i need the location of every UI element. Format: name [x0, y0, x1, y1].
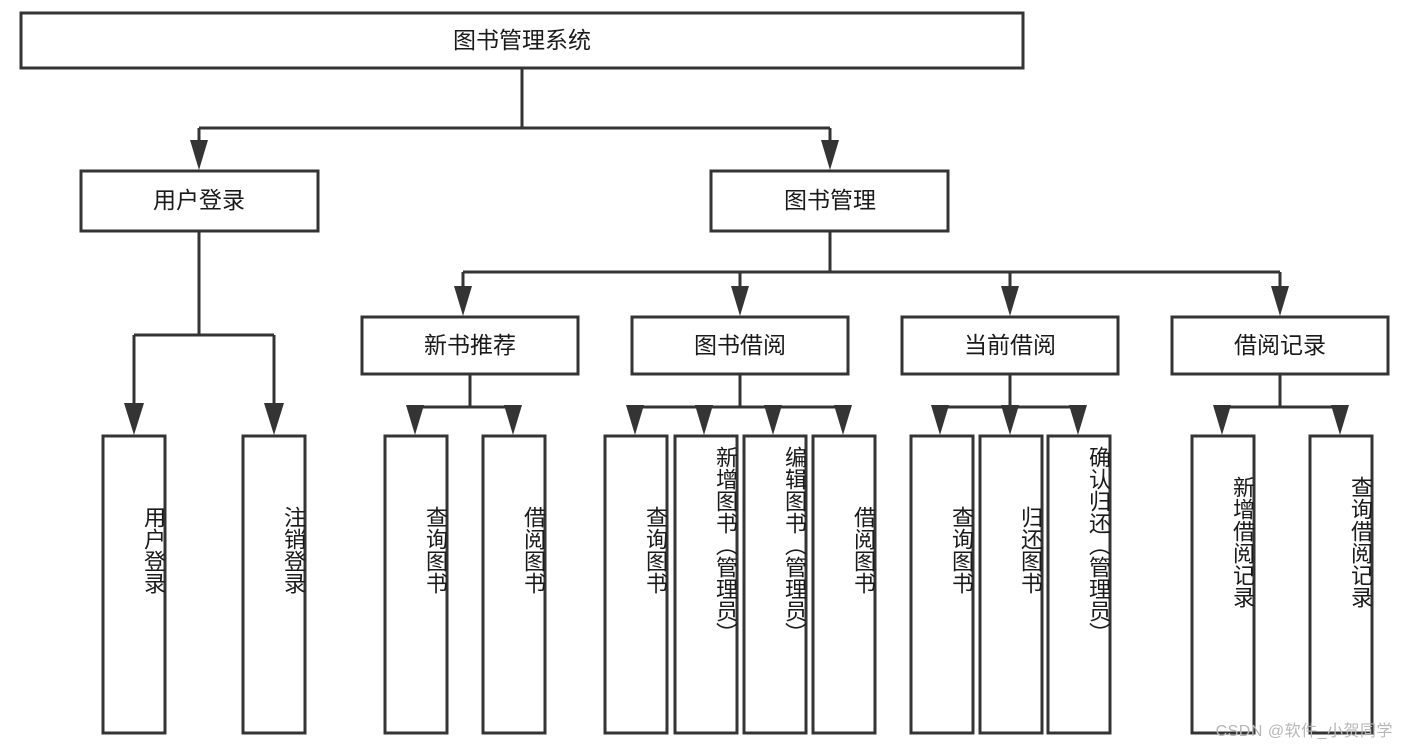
leaf-box-user-login-1[interactable] [241, 434, 307, 735]
leaf-box-new-book-0[interactable] [383, 434, 449, 735]
arrowhead-bookborrow-leaf-2 [764, 405, 782, 435]
arrowhead-root-to-l2-0 [190, 140, 208, 170]
arrowhead-newbook-leaf-1 [504, 405, 522, 435]
arrowhead-currentborrow-leaf-1 [1001, 405, 1019, 435]
leaf-box-book-borrow-0[interactable] [603, 434, 669, 735]
leaf-box-borrow-record-0[interactable] [1190, 434, 1256, 735]
leaf-box-book-borrow-3[interactable] [811, 434, 877, 735]
arrowhead-root-to-l2-1 [821, 140, 839, 170]
arrowhead-currentborrow-leaf-2 [1069, 405, 1087, 435]
node-current-borrow-label: 当前借阅 [964, 332, 1056, 358]
node-book-borrow[interactable]: 图书借阅 [630, 315, 850, 376]
node-book-management[interactable]: 图书管理 [709, 169, 950, 233]
watermark-text: CSDN @软件_小贺同学 [1215, 723, 1393, 740]
arrowhead-bookborrow-leaf-3 [834, 405, 852, 435]
node-borrow-record-box[interactable] [1170, 315, 1390, 376]
node-current-borrow-box[interactable] [900, 315, 1120, 376]
arrowhead-bookborrow-leaf-0 [626, 405, 644, 435]
leaf-box-current-borrow-2[interactable] [1046, 434, 1112, 735]
leaf-box-borrow-record-1[interactable] [1308, 434, 1374, 735]
leaf-box-book-borrow-1[interactable] [673, 434, 739, 735]
node-new-book-recommend-label: 新书推荐 [424, 332, 516, 358]
node-book-management-label: 图书管理 [784, 187, 876, 213]
node-root-box[interactable] [19, 11, 1025, 70]
arrowhead-bookmgmt-child-1 [731, 286, 749, 316]
leaf-box-current-borrow-0[interactable] [909, 434, 975, 735]
arrowhead-userlogin-leaf-0 [124, 403, 144, 435]
node-user-login[interactable]: 用户登录 [79, 169, 320, 233]
leaf-box-user-login-0[interactable] [101, 434, 167, 735]
node-root-label: 图书管理系统 [453, 27, 591, 53]
node-new-book-recommend-box[interactable] [360, 315, 580, 376]
node-new-book-recommend[interactable]: 新书推荐 [360, 315, 580, 376]
node-user-login-label: 用户登录 [153, 187, 245, 213]
node-current-borrow[interactable]: 当前借阅 [900, 315, 1120, 376]
node-book-borrow-box[interactable] [630, 315, 850, 376]
leaf-box-new-book-1[interactable] [481, 434, 547, 735]
node-borrow-record-label: 借阅记录 [1234, 332, 1326, 358]
arrowhead-currentborrow-leaf-0 [931, 405, 949, 435]
arrowhead-borrowrecord-leaf-1 [1331, 405, 1349, 435]
node-root[interactable]: 图书管理系统 [19, 11, 1025, 70]
arrowhead-bookmgmt-child-0 [454, 286, 472, 316]
arrowhead-newbook-leaf-0 [406, 405, 424, 435]
arrowhead-bookmgmt-child-3 [1271, 286, 1289, 316]
arrowhead-borrowrecord-leaf-0 [1213, 405, 1231, 435]
node-borrow-record[interactable]: 借阅记录 [1170, 315, 1390, 376]
node-book-borrow-label: 图书借阅 [694, 332, 786, 358]
arrowhead-bookmgmt-child-2 [1001, 286, 1019, 316]
arrowhead-bookborrow-leaf-1 [695, 405, 713, 435]
leaf-box-current-borrow-1[interactable] [978, 434, 1044, 735]
node-book-management-box[interactable] [709, 169, 950, 233]
arrowhead-userlogin-leaf-1 [264, 403, 284, 435]
leaf-box-book-borrow-2[interactable] [742, 434, 808, 735]
